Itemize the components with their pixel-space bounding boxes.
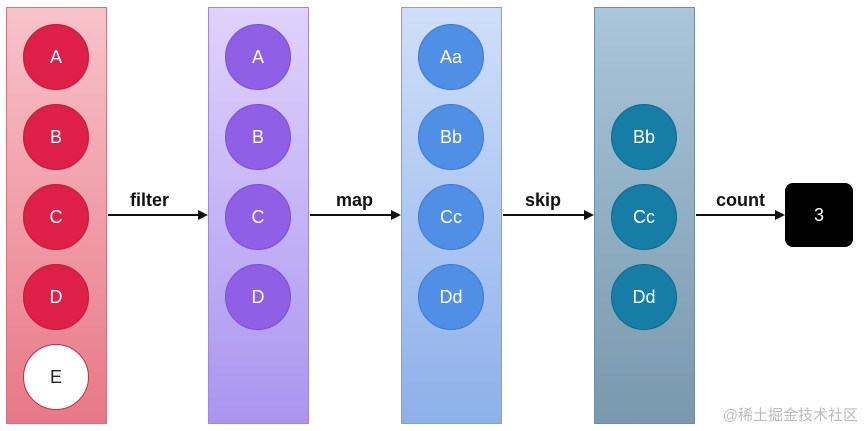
source-element-a: A [23,24,89,90]
mapped-element-bb: Bb [418,104,484,170]
count-result-box: 3 [785,183,853,247]
filtered-element-b: B [225,104,291,170]
skipped-element-bb: Bb [611,104,677,170]
skipped-stage-column: Bb Cc Dd [594,7,695,424]
filtered-element-c: C [225,184,291,250]
filter-operation-label: filter [130,190,170,210]
source-element-c: C [23,184,89,250]
count-operation-label: count [716,190,765,210]
source-element-b: B [23,104,89,170]
map-operation-label: map [336,190,374,210]
filtered-element-d: D [225,264,291,330]
watermark-text: @稀土掘金技术社区 [722,407,858,424]
source-element-d: D [23,264,89,330]
skip-operation-label: skip [525,190,562,210]
mapped-element-aa: Aa [418,24,484,90]
filtered-element-a: A [225,24,291,90]
mapped-element-dd: Dd [418,264,484,330]
source-stage-column: A B C D E [6,7,107,424]
skipped-element-cc: Cc [611,184,677,250]
filtered-stage-column: A B C D [208,7,309,424]
mapped-element-cc: Cc [418,184,484,250]
source-element-e-excluded: E [23,344,89,410]
mapped-stage-column: Aa Bb Cc Dd [401,7,502,424]
skipped-element-dd: Dd [611,264,677,330]
